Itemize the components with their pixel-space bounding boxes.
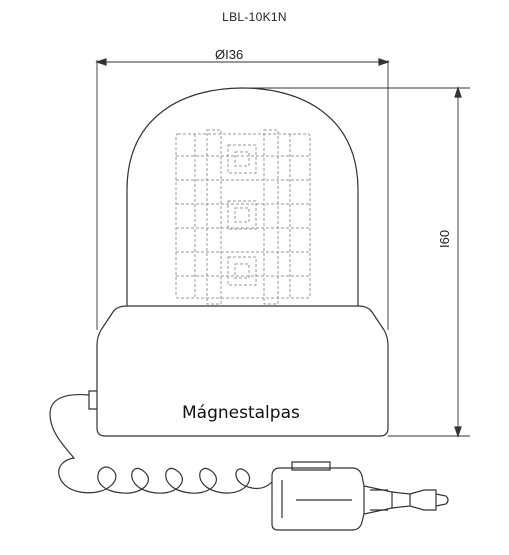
- dome-outline: [126, 87, 359, 306]
- led-array: [175, 129, 311, 305]
- coiled-cable: [49, 393, 273, 494]
- height-dimension: [240, 86, 470, 438]
- base-label: Mágnestalpas: [182, 403, 300, 423]
- cable-exit: [88, 390, 97, 410]
- cigarette-plug: [271, 461, 449, 531]
- diameter-label: ØI36: [215, 47, 244, 62]
- magnetic-base: [96, 305, 389, 437]
- height-label: I60: [437, 229, 452, 248]
- model-number: LBL-10K1N: [222, 10, 287, 24]
- diameter-dimension: [95, 58, 390, 330]
